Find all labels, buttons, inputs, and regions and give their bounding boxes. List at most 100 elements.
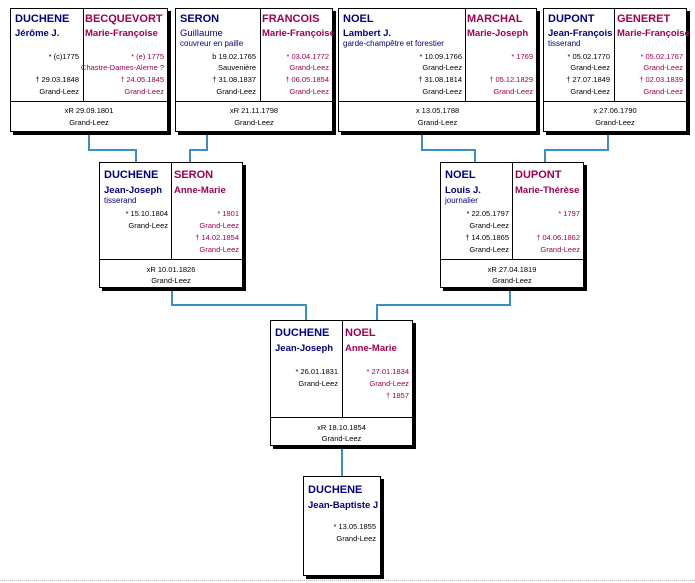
mother-given-name: Anne-Marie xyxy=(345,343,397,354)
mother-birth-place: Grand-Leez xyxy=(289,63,329,72)
mother-death: † 24.05.1845 xyxy=(120,75,164,84)
father-death-place: Grand-Leez xyxy=(469,245,509,254)
mother-death-place: Grand-Leez xyxy=(289,87,329,96)
mother-birth: * 1769 xyxy=(511,52,533,61)
father-given-name: Jean-Joseph xyxy=(104,185,163,196)
mother-given-name: Marie-Françoise xyxy=(85,28,158,39)
father-birth-place: Sauvenière xyxy=(218,63,256,72)
person-box-root[interactable]: DUCHENE Jean-Baptiste J * 13.05.1855 Gra… xyxy=(303,476,381,576)
mother-birth-place: Grand-Leez xyxy=(643,63,683,72)
mother-surname: DUPONT xyxy=(515,169,562,181)
father-occupation: couvreur en paille xyxy=(180,39,244,48)
connector-p2-g1 xyxy=(189,132,208,162)
mother-death: † 06.05.1854 xyxy=(285,75,329,84)
connector-g1-c xyxy=(171,288,307,320)
father-surname: SERON xyxy=(180,13,220,25)
father-given-name: Jérôme J. xyxy=(15,28,60,39)
mother-surname: GENERET xyxy=(617,13,671,25)
mother-death-place: Grand-Leez xyxy=(643,87,683,96)
mother-death-place: Grand-Leez xyxy=(124,87,164,96)
marriage-place: Grand-Leez xyxy=(595,118,635,127)
father-birth-place: Grand-Leez xyxy=(469,221,509,230)
father-death: † 31.08.1837 xyxy=(212,75,256,84)
father-death-place: Grand-Leez xyxy=(216,87,256,96)
mother-death-place: Grand-Leez xyxy=(199,245,239,254)
father-occupation: garde-champêtre et forestier xyxy=(343,39,444,48)
couple-box-noel-dupont[interactable]: NOEL Louis J. journalier * 22.05.1797 Gr… xyxy=(440,162,584,288)
father-death-place: Grand-Leez xyxy=(422,87,462,96)
person-given-name: Jean-Baptiste J xyxy=(308,500,379,511)
father-given-name: Jean-François xyxy=(548,28,613,39)
father-given-name: Jean-Joseph xyxy=(275,343,334,354)
mother-birth-place: Grand-Leez xyxy=(369,379,409,388)
father-death: † 27.07.1849 xyxy=(566,75,610,84)
mother-death-place: Grand-Leez xyxy=(493,87,533,96)
father-occupation: tisserand xyxy=(104,196,137,205)
marriage-place: Grand-Leez xyxy=(69,118,109,127)
marriage-date: x 27.06.1790 xyxy=(593,106,637,115)
person-surname: DUCHENE xyxy=(308,484,363,496)
couple-box-duchene-noel[interactable]: DUCHENE Jean-Joseph * 26.01.1831 Grand-L… xyxy=(270,320,413,446)
father-surname: DUCHENE xyxy=(104,169,159,181)
mother-birth: * 27.01.1834 xyxy=(366,367,409,376)
couple-box-noel-marchal[interactable]: NOEL Lambert J. garde-champêtre et fores… xyxy=(338,8,537,132)
father-surname: NOEL xyxy=(343,13,374,25)
mother-death-place: Grand-Leez xyxy=(540,245,580,254)
father-birth: * 26.01.1831 xyxy=(295,367,338,376)
couple-box-dupont-generet[interactable]: DUPONT Jean-François tisserand * 05.02.1… xyxy=(543,8,690,132)
father-surname: DUCHENE xyxy=(15,13,70,25)
person-birth: * 13.05.1855 xyxy=(333,522,376,531)
marriage-place: Grand-Leez xyxy=(151,276,191,285)
father-death-place: Grand-Leez xyxy=(39,87,79,96)
father-birth-place: Grand-Leez xyxy=(128,221,168,230)
mother-death: † 14.02.1854 xyxy=(195,233,239,242)
father-birth: * 22.05.1797 xyxy=(466,209,509,218)
connector-g2-c xyxy=(376,288,511,320)
marriage-date: x 13.05.1788 xyxy=(415,106,460,115)
father-birth-place: Grand-Leez xyxy=(422,63,462,72)
father-birth-place: Grand-Leez xyxy=(570,63,610,72)
mother-birth: * 1801 xyxy=(217,209,239,218)
couple-box-duchene-becquevort[interactable]: DUCHENE Jérôme J. * (c)1775 † 29.03.1848… xyxy=(10,8,168,132)
father-surname: DUCHENE xyxy=(275,327,330,339)
father-birth: * (c)1775 xyxy=(48,52,79,61)
couple-box-seron-francois[interactable]: SERON Guillaume couvreur en paille b 19.… xyxy=(175,8,335,132)
mother-surname: NOEL xyxy=(345,327,376,339)
connector-p3-g2 xyxy=(421,132,476,162)
marriage-date: xR 21.11.1798 xyxy=(229,106,279,115)
father-given-name: Louis J. xyxy=(445,185,481,196)
marriage-place: Grand-Leez xyxy=(321,434,362,443)
marriage-place: Grand-Leez xyxy=(492,276,532,285)
marriage-date: xR 29.09.1801 xyxy=(64,106,114,115)
father-given-name: Lambert J. xyxy=(343,28,392,39)
mother-given-name: Marie-Françoise xyxy=(617,28,690,39)
father-occupation: journalier xyxy=(445,196,478,205)
connector-p1-g1 xyxy=(88,132,137,162)
father-occupation: tisserand xyxy=(548,39,581,48)
mother-birth: * (e) 1775 xyxy=(131,52,164,61)
mother-death: † 05.12.1829 xyxy=(489,75,533,84)
mother-birth-place: Chastre-Dames-Alerne ? xyxy=(81,63,164,72)
mother-birth-place: Grand-Leez xyxy=(199,221,239,230)
person-birth-place: Grand-Leez xyxy=(336,534,376,543)
father-death: † 31.08.1814 xyxy=(418,75,462,84)
father-birth: b 19.02.1765 xyxy=(212,52,256,61)
mother-death: † 1857 xyxy=(386,391,409,400)
mother-surname: MARCHAL xyxy=(467,13,523,25)
father-death: † 14.05.1865 xyxy=(465,233,509,242)
mother-death: † 02.03.1839 xyxy=(639,75,683,84)
father-given-name: Guillaume xyxy=(180,28,223,39)
father-birth: * 10.09.1766 xyxy=(419,52,462,61)
father-death-place: Grand-Leez xyxy=(570,87,610,96)
mother-surname: SERON xyxy=(174,169,214,181)
couple-box-duchene-seron[interactable]: DUCHENE Jean-Joseph tisserand * 15.10.18… xyxy=(99,162,243,288)
connector-p4-g2 xyxy=(544,132,609,162)
mother-given-name: Marie-Joseph xyxy=(467,28,529,39)
mother-birth: * 03.04.1772 xyxy=(286,52,329,61)
mother-given-name: Anne-Marie xyxy=(174,185,226,196)
mother-surname: FRANCOIS xyxy=(262,13,320,25)
marriage-place: Grand-Leez xyxy=(417,118,458,127)
marriage-date: xR 27.04.1819 xyxy=(487,265,537,274)
mother-birth: * 05.02.1767 xyxy=(640,52,683,61)
